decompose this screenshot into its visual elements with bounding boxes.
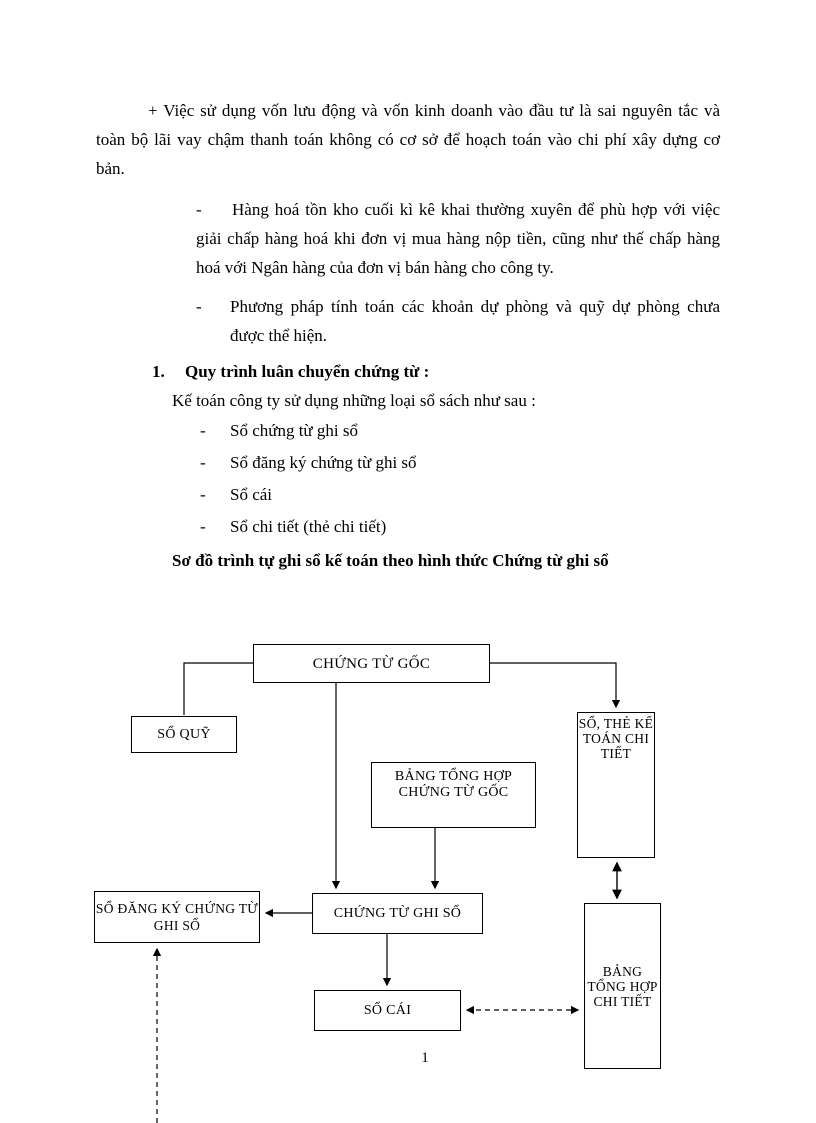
- intro-line: Kế toán công ty sử dụng những loại sổ sá…: [172, 391, 536, 410]
- bullet-text: Hàng hoá tồn kho cuối kì kê khai thường …: [196, 200, 720, 277]
- node-chung-tu-ghi-so: CHỨNG TỪ GHI SỔ: [312, 893, 483, 934]
- list-item-text: Sổ chứng từ ghi sổ: [230, 421, 358, 440]
- diagram-title: Sơ đồ trình tự ghi sổ kế toán theo hình …: [172, 551, 609, 570]
- node-bang-tong-hop-chi-tiet: BẢNG TỔNG HỢP CHI TIẾT: [584, 903, 661, 1069]
- bullet-marker: -: [200, 517, 206, 536]
- bullet-phuong-phap-du-phong: - Phương pháp tính toán các khoản dự phòn…: [96, 292, 720, 350]
- node-bang-tong-hop-chung-tu-goc: BẢNG TỔNG HỢP CHỨNG TỪ GỐC: [371, 762, 536, 828]
- bullet-marker: -: [200, 485, 206, 504]
- connector-ctg-to-sothe: [490, 662, 621, 709]
- bullet-marker: -: [196, 200, 202, 219]
- paragraph-von-luu-dong: + Việc sử dụng vốn lưu động và vốn kinh …: [96, 101, 720, 178]
- node-so-quy: SỔ QUỸ: [131, 716, 237, 753]
- list-item: - Sổ chứng từ ghi sổ: [200, 415, 720, 447]
- connector-ctg-to-soquy: [183, 662, 253, 715]
- section-number: 1.: [152, 362, 165, 381]
- document-body: + Việc sử dụng vốn lưu động và vốn kinh …: [96, 96, 720, 575]
- bullet-text: Phương pháp tính toán các khoản dự phòng…: [230, 297, 720, 345]
- list-item: - Sổ chi tiết (thẻ chi tiết): [200, 511, 720, 543]
- ledger-list: - Sổ chứng từ ghi sổ - Sổ đăng ký chứng từ…: [96, 415, 720, 543]
- bullet-marker: -: [200, 421, 206, 440]
- bullet-marker: -: [200, 453, 206, 472]
- section-heading: 1. Quy trình luân chuyển chứng từ :: [96, 357, 720, 386]
- node-so-the-ke-toan-chi-tiet: SỔ, THẺ KẾ TOÁN CHI TIẾT: [577, 712, 655, 858]
- node-chung-tu-goc: CHỨNG TỪ GỐC: [253, 644, 490, 683]
- section-title: Quy trình luân chuyển chứng từ :: [185, 362, 430, 381]
- bullet-marker: -: [196, 297, 202, 316]
- list-item: - Sổ cái: [200, 479, 720, 511]
- node-so-dang-ky-chung-tu-ghi-so: SỔ ĐĂNG KÝ CHỨNG TỪ GHI SỔ: [94, 891, 260, 943]
- list-item-text: Sổ chi tiết (thẻ chi tiết): [230, 517, 387, 536]
- node-so-cai: SỔ CÁI: [314, 990, 461, 1031]
- list-item-text: Sổ đăng ký chứng từ ghi sổ: [230, 453, 417, 472]
- list-item-text: Sổ cái: [230, 485, 273, 504]
- list-item: - Sổ đăng ký chứng từ ghi sổ: [200, 447, 720, 479]
- page-number: 1: [421, 1050, 429, 1066]
- bullet-hang-hoa-ton-kho: -Hàng hoá tồn kho cuối kì kê khai thường…: [96, 195, 720, 282]
